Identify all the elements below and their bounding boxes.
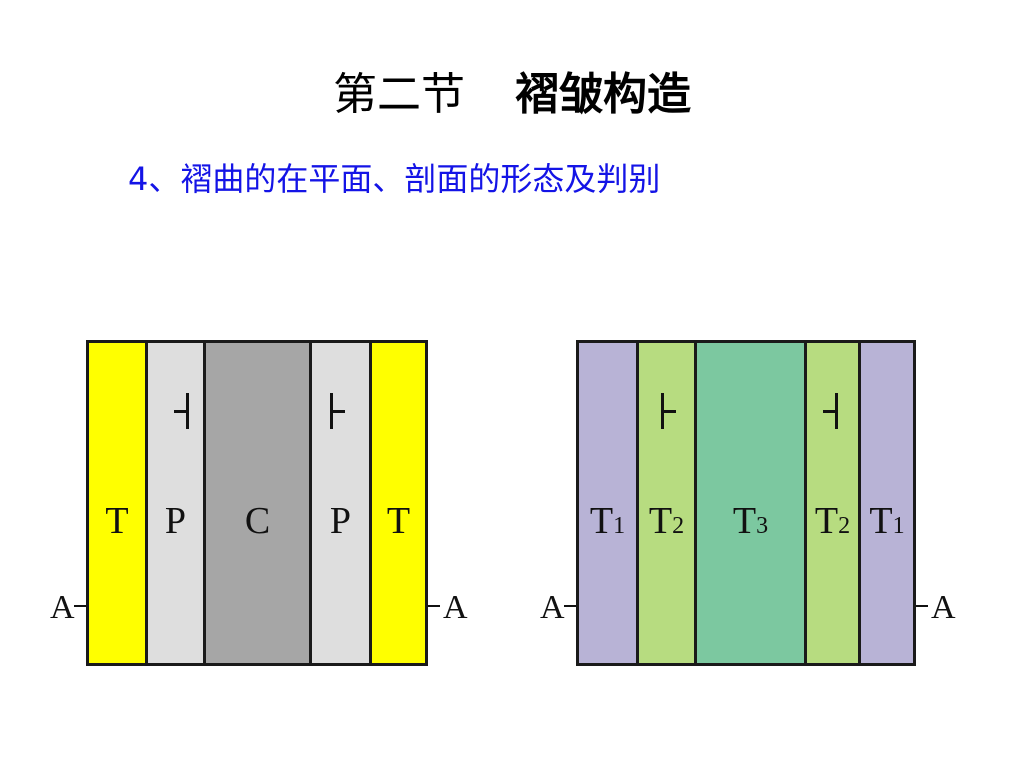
dip-symbol-icon — [661, 393, 677, 429]
band-carboniferous: C — [206, 343, 312, 663]
dip-symbol-icon — [330, 393, 346, 429]
band-label: T3 — [732, 500, 769, 542]
band-label: C — [244, 500, 271, 542]
anticline-map: T P C P T — [86, 340, 428, 666]
band-label: T — [105, 500, 129, 542]
band-label: P — [164, 500, 187, 542]
band-triassic-left: T — [89, 343, 148, 663]
band-t1-left: T1 — [579, 343, 639, 663]
section-line-label-right: A — [931, 589, 956, 626]
section-line-label-left: A — [50, 589, 75, 626]
dip-symbol-icon — [823, 393, 839, 429]
band-label: T1 — [869, 500, 905, 542]
slide-title: 第二节褶皱构造 — [0, 58, 1024, 122]
syncline-map: T1 T2 T3 T2 T1 — [576, 340, 916, 666]
band-label: T2 — [648, 500, 685, 542]
band-permian-left: P — [148, 343, 206, 663]
band-t3: T3 — [697, 343, 807, 663]
band-label: T2 — [814, 500, 851, 542]
dip-symbol-icon — [174, 393, 190, 429]
band-label: T — [386, 500, 411, 542]
section-line-tick — [564, 605, 576, 607]
band-label: T1 — [589, 500, 626, 542]
slide-subtitle: 4、褶曲的在平面、剖面的形态及判别 — [128, 160, 661, 198]
section-topic: 褶皱构造 — [515, 69, 691, 120]
band-t2-right: T2 — [807, 343, 861, 663]
section-line-label-left: A — [540, 589, 565, 626]
band-triassic-right: T — [372, 343, 425, 663]
section-number: 第二节 — [333, 69, 465, 120]
section-line-label-right: A — [443, 589, 468, 626]
band-label: P — [329, 500, 352, 542]
section-line-tick — [428, 605, 440, 607]
band-t2-left: T2 — [639, 343, 697, 663]
section-line-tick — [916, 605, 928, 607]
band-t1-right: T1 — [861, 343, 913, 663]
section-line-tick — [74, 605, 86, 607]
band-permian-right: P — [312, 343, 372, 663]
